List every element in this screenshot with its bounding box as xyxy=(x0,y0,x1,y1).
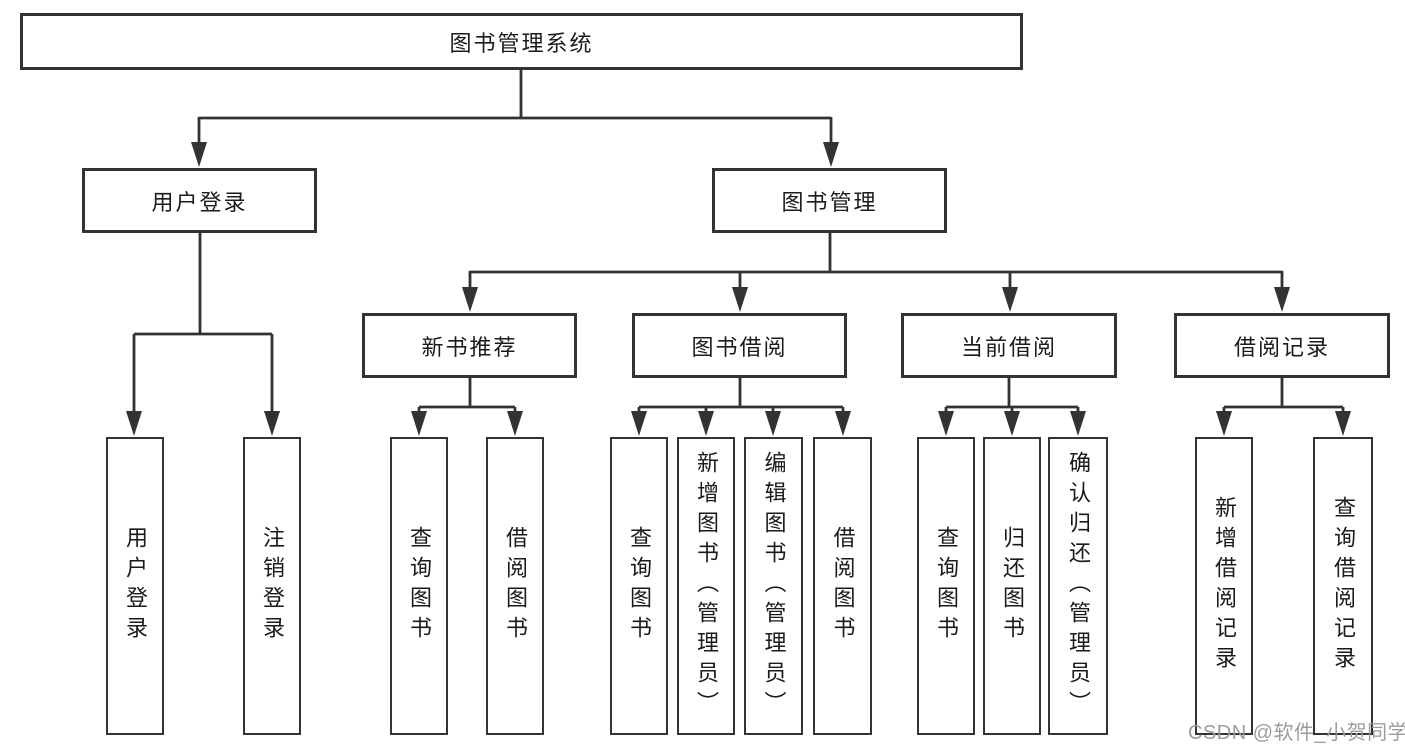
node-label: 查询图书 xyxy=(627,526,652,646)
node-label: 新增图书（管理员） xyxy=(694,451,719,721)
node-label: 确认归还（管理员） xyxy=(1066,451,1091,721)
node-label: 编辑图书（管理员） xyxy=(761,451,787,721)
node-label: 当前借阅 xyxy=(960,334,1057,360)
node-new-book-recommend: 新书推荐 xyxy=(362,313,577,378)
node-borrow-records: 借阅记录 xyxy=(1174,313,1390,378)
node-label: 用户登录 xyxy=(151,189,248,215)
csdn-watermark: CSDN @软件_小贺同学 xyxy=(1188,722,1405,744)
leaf-current-return-books: 归还图书 xyxy=(983,437,1041,735)
leaf-borrowing-borrow-books: 借阅图书 xyxy=(813,437,872,735)
leaf-borrowing-query-books: 查询图书 xyxy=(610,437,668,735)
connector-paths xyxy=(132,69,1345,413)
node-label: 用户登录 xyxy=(123,526,148,646)
node-root-system: 图书管理系统 xyxy=(20,13,1023,70)
node-label: 归还图书 xyxy=(1000,526,1025,646)
node-user-login: 用户登录 xyxy=(82,168,317,233)
leaf-newbooks-query-books: 查询图书 xyxy=(390,437,448,735)
leaf-current-query-books: 查询图书 xyxy=(917,437,975,735)
arrowheads xyxy=(126,142,1351,436)
node-label: 借阅图书 xyxy=(830,526,856,646)
leaf-logout: 注销登录 xyxy=(243,437,301,735)
node-label: 图书借阅 xyxy=(691,334,788,360)
node-current-borrowing: 当前借阅 xyxy=(901,313,1117,378)
leaf-newbooks-borrow-books: 借阅图书 xyxy=(486,437,544,735)
node-label: 注销登录 xyxy=(260,526,285,646)
node-label: 新增借阅记录 xyxy=(1212,496,1237,676)
node-label: 借阅图书 xyxy=(503,526,528,646)
node-book-borrowing: 图书借阅 xyxy=(632,313,847,378)
node-book-management: 图书管理 xyxy=(712,168,947,233)
node-label: 查询借阅记录 xyxy=(1331,496,1356,676)
node-label: 图书管理 xyxy=(781,189,878,215)
node-label: 查询图书 xyxy=(934,526,959,646)
leaf-borrowing-add-books-admin: 新增图书（管理员） xyxy=(677,437,735,735)
node-label: 新书推荐 xyxy=(421,334,518,360)
leaf-user-login: 用户登录 xyxy=(106,437,164,735)
leaf-borrowing-edit-books-admin: 编辑图书（管理员） xyxy=(744,437,803,735)
node-label: 借阅记录 xyxy=(1233,334,1330,360)
leaf-current-confirm-return-admin: 确认归还（管理员） xyxy=(1048,437,1108,735)
node-label: 查询图书 xyxy=(407,526,432,646)
leaf-records-query-borrow-record: 查询借阅记录 xyxy=(1313,437,1373,735)
node-label: 图书管理系统 xyxy=(449,30,594,56)
leaf-records-add-borrow-record: 新增借阅记录 xyxy=(1195,437,1253,735)
